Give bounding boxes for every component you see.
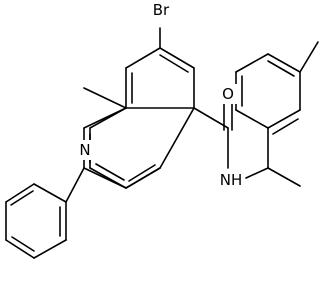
- bond-meta-methyl: [299, 41, 319, 73]
- bond-ph-c4-c5-inner: [11, 236, 35, 252]
- bond-c8a-n1: [83, 107, 127, 129]
- bonds: [5, 27, 319, 259]
- bond-c2-c3: [83, 167, 127, 189]
- bond-ph-c5-c6: [33, 239, 67, 259]
- bond-ar-c5-c6: [235, 53, 269, 73]
- bond-ar-c4-c5: [267, 53, 301, 73]
- bond-ph-c2-c3-inner: [10, 190, 34, 206]
- bond-ar-c4-c5-inner: [267, 60, 295, 77]
- bond-c6-c5-inner: [159, 54, 189, 73]
- bond-ar-c1-c2-close: [235, 109, 269, 129]
- amide-nh-label: NH: [220, 171, 243, 189]
- bond-n-aryl: [245, 167, 269, 179]
- bond-c4-c4a: [159, 107, 195, 169]
- bond-c4-carbonyl: [193, 107, 229, 129]
- bond-ortho-methyl: [267, 167, 301, 187]
- bond-methyl-c8: [83, 87, 127, 109]
- bond-c3-c4-inner: [128, 164, 156, 182]
- bond-c6-c7: [125, 47, 161, 69]
- bond-c2-phenyl: [65, 167, 85, 203]
- nitrogen-label: N: [79, 141, 90, 159]
- bromine-label: Br: [153, 1, 170, 19]
- oxygen-label: O: [222, 85, 234, 103]
- bond-ar-c2-c3-inner: [272, 118, 299, 135]
- bond-c3-c4: [125, 167, 161, 189]
- bond-ph-c1-c2: [33, 183, 67, 203]
- bond-c6-c5: [159, 47, 195, 69]
- atom-labels: Br N O NH: [76, 0, 244, 190]
- bond-ph-c4-c5: [5, 239, 35, 259]
- bond-c4a-c5-inner: [95, 163, 125, 181]
- bond-ar-c2-c3: [267, 109, 301, 129]
- bond-ph-c2-c3: [5, 183, 35, 203]
